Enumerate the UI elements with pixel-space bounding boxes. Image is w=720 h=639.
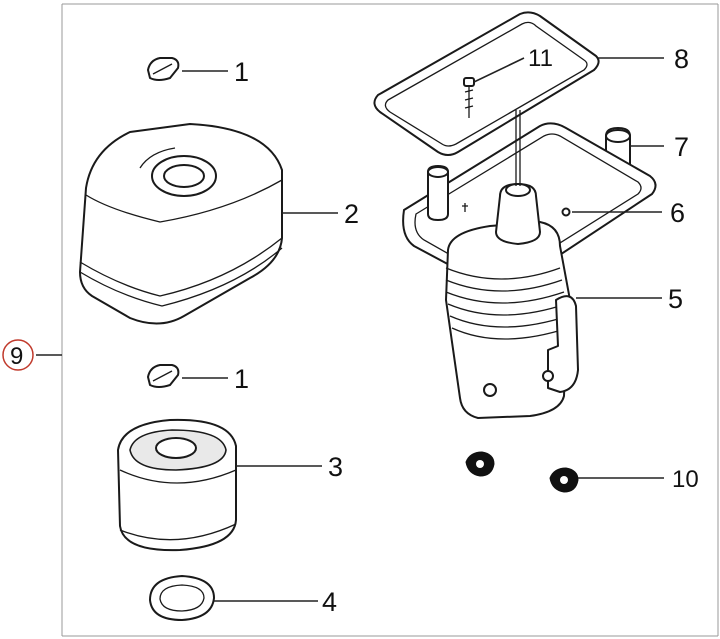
part-8-gasket <box>373 11 600 156</box>
callout-label-2: 2 <box>344 199 359 229</box>
callout-label-7: 7 <box>674 132 689 162</box>
part-3-filter-element <box>117 418 237 552</box>
part-10-nut-right <box>549 467 579 493</box>
part-1-clip-bottom <box>147 364 180 388</box>
diagram-frame <box>61 3 719 637</box>
callout-9-circle <box>2 339 34 371</box>
part-2-air-cleaner-cover <box>79 123 283 325</box>
callout-label-1-top: 1 <box>234 57 249 87</box>
leader-11 <box>473 57 525 83</box>
callout-label-10: 10 <box>672 466 699 493</box>
callout-label-9: 9 <box>10 343 23 370</box>
part-10-nut-left <box>465 451 495 477</box>
callout-label-4: 4 <box>322 587 337 617</box>
callout-label-1-bottom: 1 <box>234 364 249 394</box>
part-1-clip-top <box>147 57 180 81</box>
part-4-gasket-ring <box>149 575 215 621</box>
callout-label-11: 11 <box>528 45 553 72</box>
callout-label-6: 6 <box>670 198 685 228</box>
part-6-screw <box>561 207 571 217</box>
part-5-air-cleaner-case <box>402 110 657 419</box>
callout-label-3: 3 <box>328 452 343 482</box>
callout-label-5: 5 <box>668 284 683 314</box>
callout-label-8: 8 <box>674 44 689 74</box>
